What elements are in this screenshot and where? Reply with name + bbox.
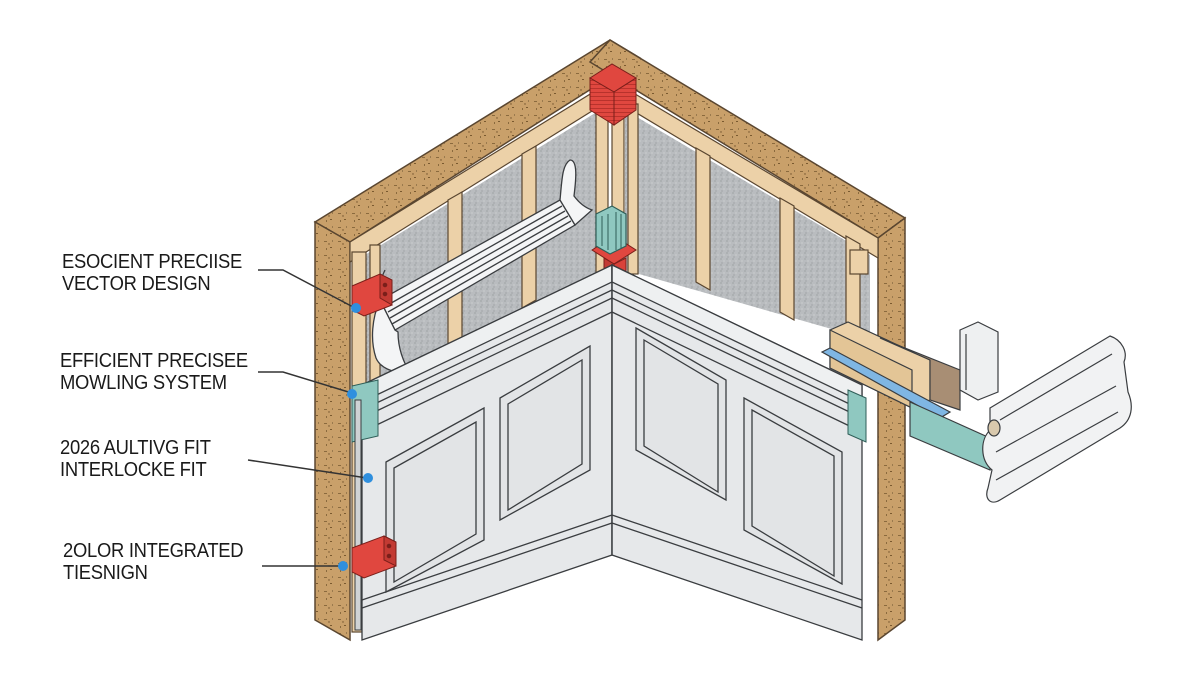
red-bracket-upper [351, 273, 393, 317]
teal-corner-connector [595, 205, 627, 255]
callout-2-line-2: MOWLING SYSTEM [60, 372, 227, 394]
callout-label-1: ESOCIENT PRECIISE VECTOR DESIGN [62, 251, 242, 295]
callout-4-line-1: 2OLOR INTEGRATED [63, 540, 244, 562]
callout-label-2: EFFICIENT PRECISEE MOWLING SYSTEM [60, 350, 248, 394]
callout-dot-3 [363, 473, 373, 483]
top-rail-molding [371, 159, 594, 378]
red-corner-cap [589, 63, 637, 126]
callout-1-line-2: VECTOR DESIGN [62, 273, 211, 295]
callout-dot-1 [351, 303, 361, 313]
teal-interlock-edges [351, 379, 867, 443]
callout-4-line-2: TIESNIGN [63, 562, 148, 584]
left-vertical-rail [354, 399, 362, 631]
osb-frame [313, 39, 907, 642]
leader-lines [247, 269, 368, 567]
callout-dot-2 [347, 389, 357, 399]
callout-1-line-1: ESOCIENT PRECIISE [62, 251, 243, 273]
red-bracket-lower [351, 535, 397, 579]
callout-label-3: 2026 AULTIVG FIT INTERLOCKE FIT [60, 437, 211, 481]
callout-3-line-2: INTERLOCKE FIT [60, 459, 207, 481]
callout-label-4: 2OLOR INTEGRATED TIESNIGN [63, 540, 244, 584]
callout-2-line-1: EFFICIENT PRECISEE [60, 350, 248, 372]
sill-detail [820, 321, 1132, 503]
callout-dot-4 [338, 561, 348, 571]
wainscot-right-wall [611, 263, 863, 641]
callout-dots [338, 303, 373, 571]
wainscot-left-wall [361, 263, 613, 641]
callout-3-line-1: 2026 AULTIVG FIT [60, 437, 211, 459]
